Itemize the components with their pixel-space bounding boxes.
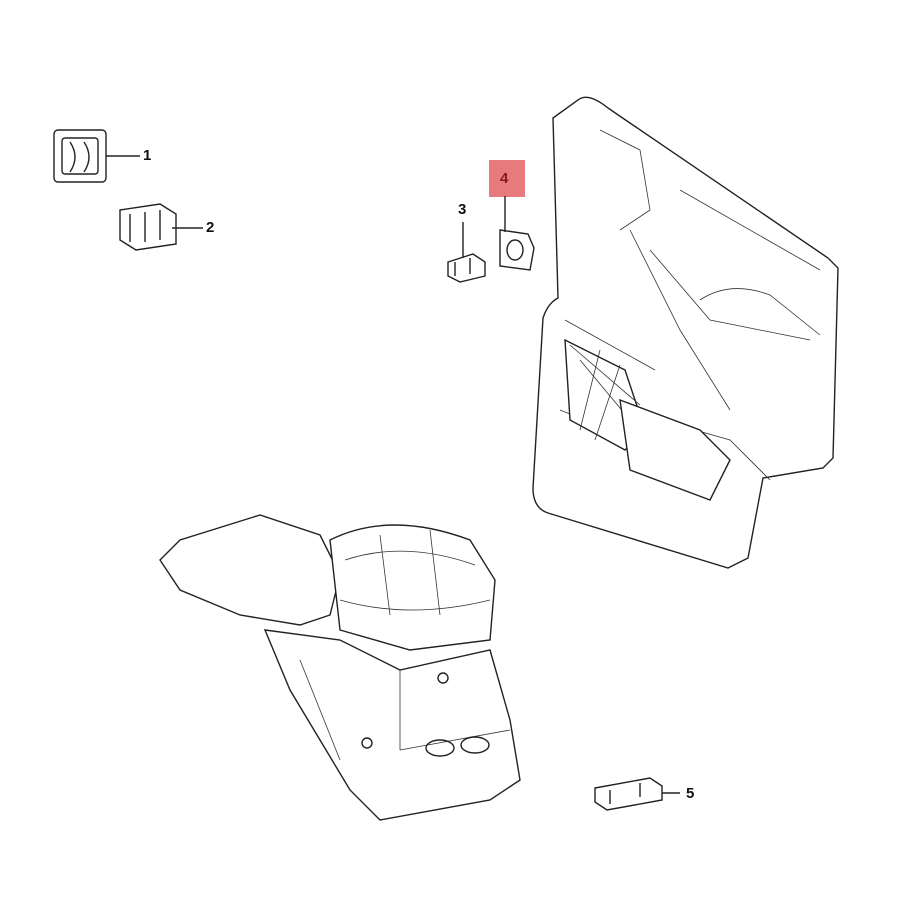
part-2[interactable] (119, 203, 203, 251)
callout-3[interactable]: 3 (458, 201, 467, 218)
callout-5[interactable]: 5 (686, 785, 695, 802)
part-4-door-switch-bezel[interactable] (499, 196, 535, 271)
door-trim-panel (532, 96, 839, 569)
highlight-box-4[interactable] (489, 160, 525, 197)
callout-2[interactable]: 2 (206, 219, 215, 236)
part-3[interactable] (447, 222, 486, 283)
callout-1[interactable]: 1 (143, 147, 152, 164)
callout-4[interactable]: 4 (500, 170, 509, 187)
part-5[interactable] (594, 777, 680, 811)
center-console (159, 514, 521, 821)
part-1[interactable] (53, 129, 140, 183)
